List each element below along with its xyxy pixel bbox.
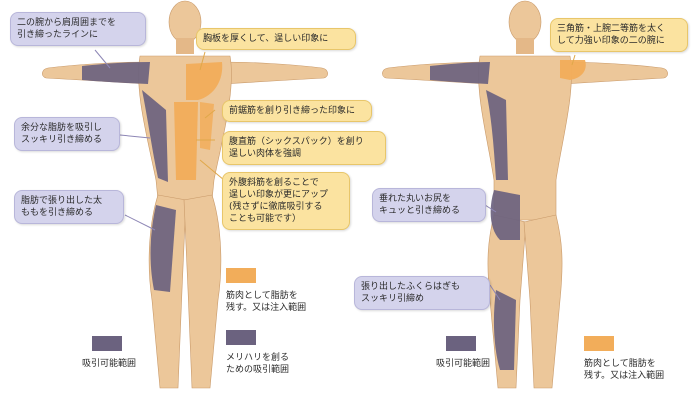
callout-obliques: 外腹斜筋を創ることで 逞しい印象が更にアップ (残さずに徹底吸引する ことも可能… (222, 172, 350, 230)
callout-thigh: 脂肪で張り出した太 ももを引き締める (14, 190, 124, 224)
legend-swatch-suction-back (446, 336, 476, 351)
legend-label-muscle-fat: 筋肉として脂肪を 残す。又は注入範囲 (226, 290, 306, 314)
back-arm-suction-area (430, 62, 490, 84)
legend-swatch-suction-front (92, 336, 122, 351)
callout-abs: 腹直筋（シックスパック）を創り 逞しい肉体を強調 (222, 131, 386, 165)
legend-swatch-muscle-fat-back (584, 336, 614, 351)
callout-deltoid: 三角筋・上腕二等筋を太く して力強い印象の二の腕に (550, 18, 688, 52)
back-buttocks-suction-area (491, 190, 520, 240)
back-right-leg (524, 215, 562, 388)
callout-calf: 張り出したふくらはぎも スッキリ引締め (354, 276, 490, 310)
legend-label-contour-suction: メリハリを創る ための吸引範囲 (226, 352, 289, 376)
pointer-flank (120, 135, 150, 138)
legend-swatch-muscle-fat (226, 268, 256, 283)
callout-arm: 二の腕から肩周囲までを 引き締ったラインに (10, 12, 146, 46)
front-arm-suction-area (82, 62, 150, 84)
front-abs-muscle-area (174, 102, 198, 180)
legend-label-suction-back: 吸引可能範囲 (436, 358, 490, 370)
back-torso (479, 56, 572, 220)
legend-label-suction-front: 吸引可能範囲 (82, 358, 136, 370)
back-head (509, 1, 541, 43)
callout-chest: 胸板を厚くして、逞しい印象に (196, 28, 356, 50)
legend-label-muscle-fat-back: 筋肉として脂肪を 残す。又は注入範囲 (584, 358, 664, 382)
legend-swatch-contour-suction (226, 330, 256, 345)
back-neck (516, 38, 534, 54)
back-calf-suction-area (494, 290, 516, 370)
front-neck (176, 38, 194, 54)
pointer-thigh (125, 215, 155, 230)
front-right-arm (220, 62, 328, 84)
callout-serratus: 前鋸筋を創り引き締った印象に (222, 100, 372, 122)
front-right-leg (184, 195, 221, 388)
callout-flank: 余分な脂肪を吸引し スッキリ引き締める (14, 117, 120, 151)
callout-buttocks: 垂れた丸いお尻を キュッと引き締める (372, 188, 486, 222)
